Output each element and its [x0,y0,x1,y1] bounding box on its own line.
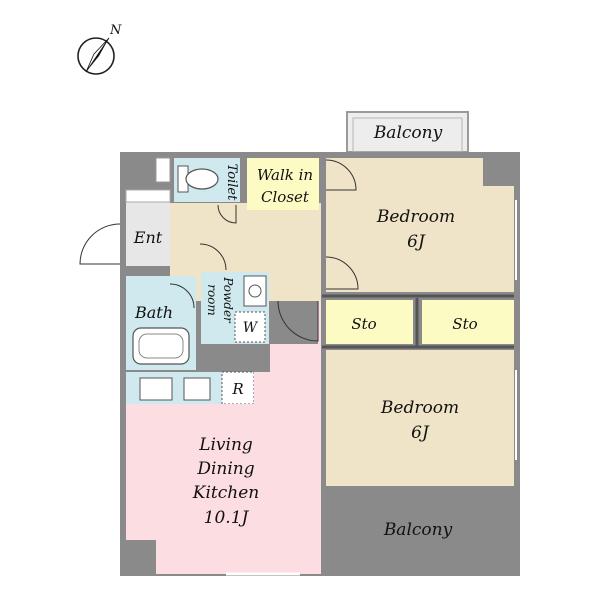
door-bedroom-1 [325,159,357,191]
label-powder-2: room [205,284,219,316]
label-refrigerator: R [231,380,243,398]
balcony-top [346,111,469,153]
label-walk-in-1: Walk in [257,166,313,184]
label-ldk-3: Kitchen [192,483,259,503]
label-powder-1: Powder [221,276,235,324]
door-bath [169,283,195,309]
bedroom-2 [326,350,514,486]
label-bedroom-2-size: 6J [411,423,430,443]
label-ldk-size: 10.1J [204,508,250,528]
stove-icon [183,377,211,401]
label-washer: W [243,320,259,336]
sink-icon [248,284,262,298]
bathtub-icon [132,327,190,365]
label-toilet: Toilet [224,164,239,201]
living-dining-kitchen [126,301,321,574]
door-ldk [277,300,319,342]
compass-label: N [109,23,122,38]
door-toilet [217,204,237,224]
label-bedroom-2: Bedroom [380,398,459,418]
label-entrance: Ent [133,228,163,247]
entrance [126,202,170,266]
front-door [79,223,121,265]
toilet-icon [185,168,219,190]
kitchen-sink-icon [139,377,173,401]
label-balcony-top: Balcony [373,123,443,143]
label-ldk-1: Living [198,435,253,455]
label-storage-2: Sto [452,315,477,333]
washer-space [234,311,266,343]
storage-1 [326,300,413,344]
walk-in-closet [247,158,319,210]
bedroom-1 [326,158,514,292]
storage-2 [422,300,514,344]
door-powder [199,243,227,271]
label-ldk-2: Dining [196,459,254,479]
compass-icon: N [77,23,122,75]
label-bedroom-1: Bedroom [376,207,455,227]
label-bath: Bath [134,303,173,322]
label-bedroom-1-size: 6J [407,232,426,252]
door-bedroom-1b [325,256,359,290]
label-walk-in-2: Closet [261,188,310,206]
label-balcony-bottom: Balcony [383,520,453,540]
label-storage-1: Sto [351,315,376,333]
